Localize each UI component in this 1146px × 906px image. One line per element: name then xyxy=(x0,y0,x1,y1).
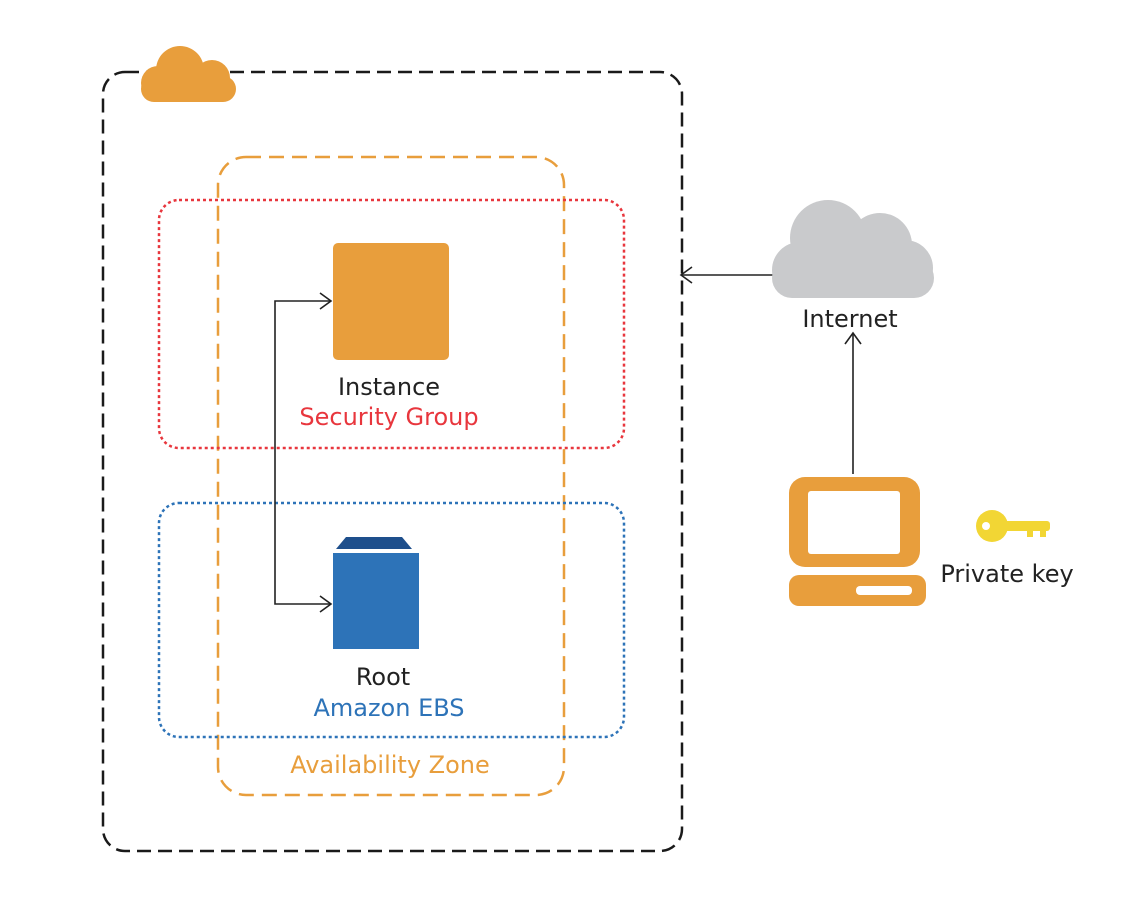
internet-cloud-icon xyxy=(772,200,934,298)
arrowhead-to-ebs xyxy=(319,595,333,613)
security-group-label: Security Group xyxy=(299,403,478,431)
internet-label: Internet xyxy=(802,305,897,333)
arrowhead-to-internet xyxy=(844,331,862,345)
cloud-icon xyxy=(141,46,236,102)
key-hole xyxy=(982,522,990,530)
arrowhead-to-instance xyxy=(319,292,333,310)
instance-ebs-connector xyxy=(274,300,331,605)
ec2-instance-icon xyxy=(333,243,449,360)
amazon-ebs-label: Amazon EBS xyxy=(313,694,464,722)
availability-zone-label: Availability Zone xyxy=(290,751,490,779)
security-group-boundary xyxy=(157,198,626,450)
key-icon xyxy=(976,510,1050,542)
ebs-volume-icon xyxy=(333,537,419,649)
aws-cloud-boundary xyxy=(101,70,684,853)
availability-zone-boundary xyxy=(216,155,566,797)
private-key-label: Private key xyxy=(940,560,1073,588)
arrowhead-to-aws xyxy=(679,266,693,284)
ebs-group-boundary xyxy=(157,501,626,739)
instance-label: Instance xyxy=(338,373,440,401)
root-label: Root xyxy=(356,663,410,691)
computer-icon xyxy=(789,477,926,606)
